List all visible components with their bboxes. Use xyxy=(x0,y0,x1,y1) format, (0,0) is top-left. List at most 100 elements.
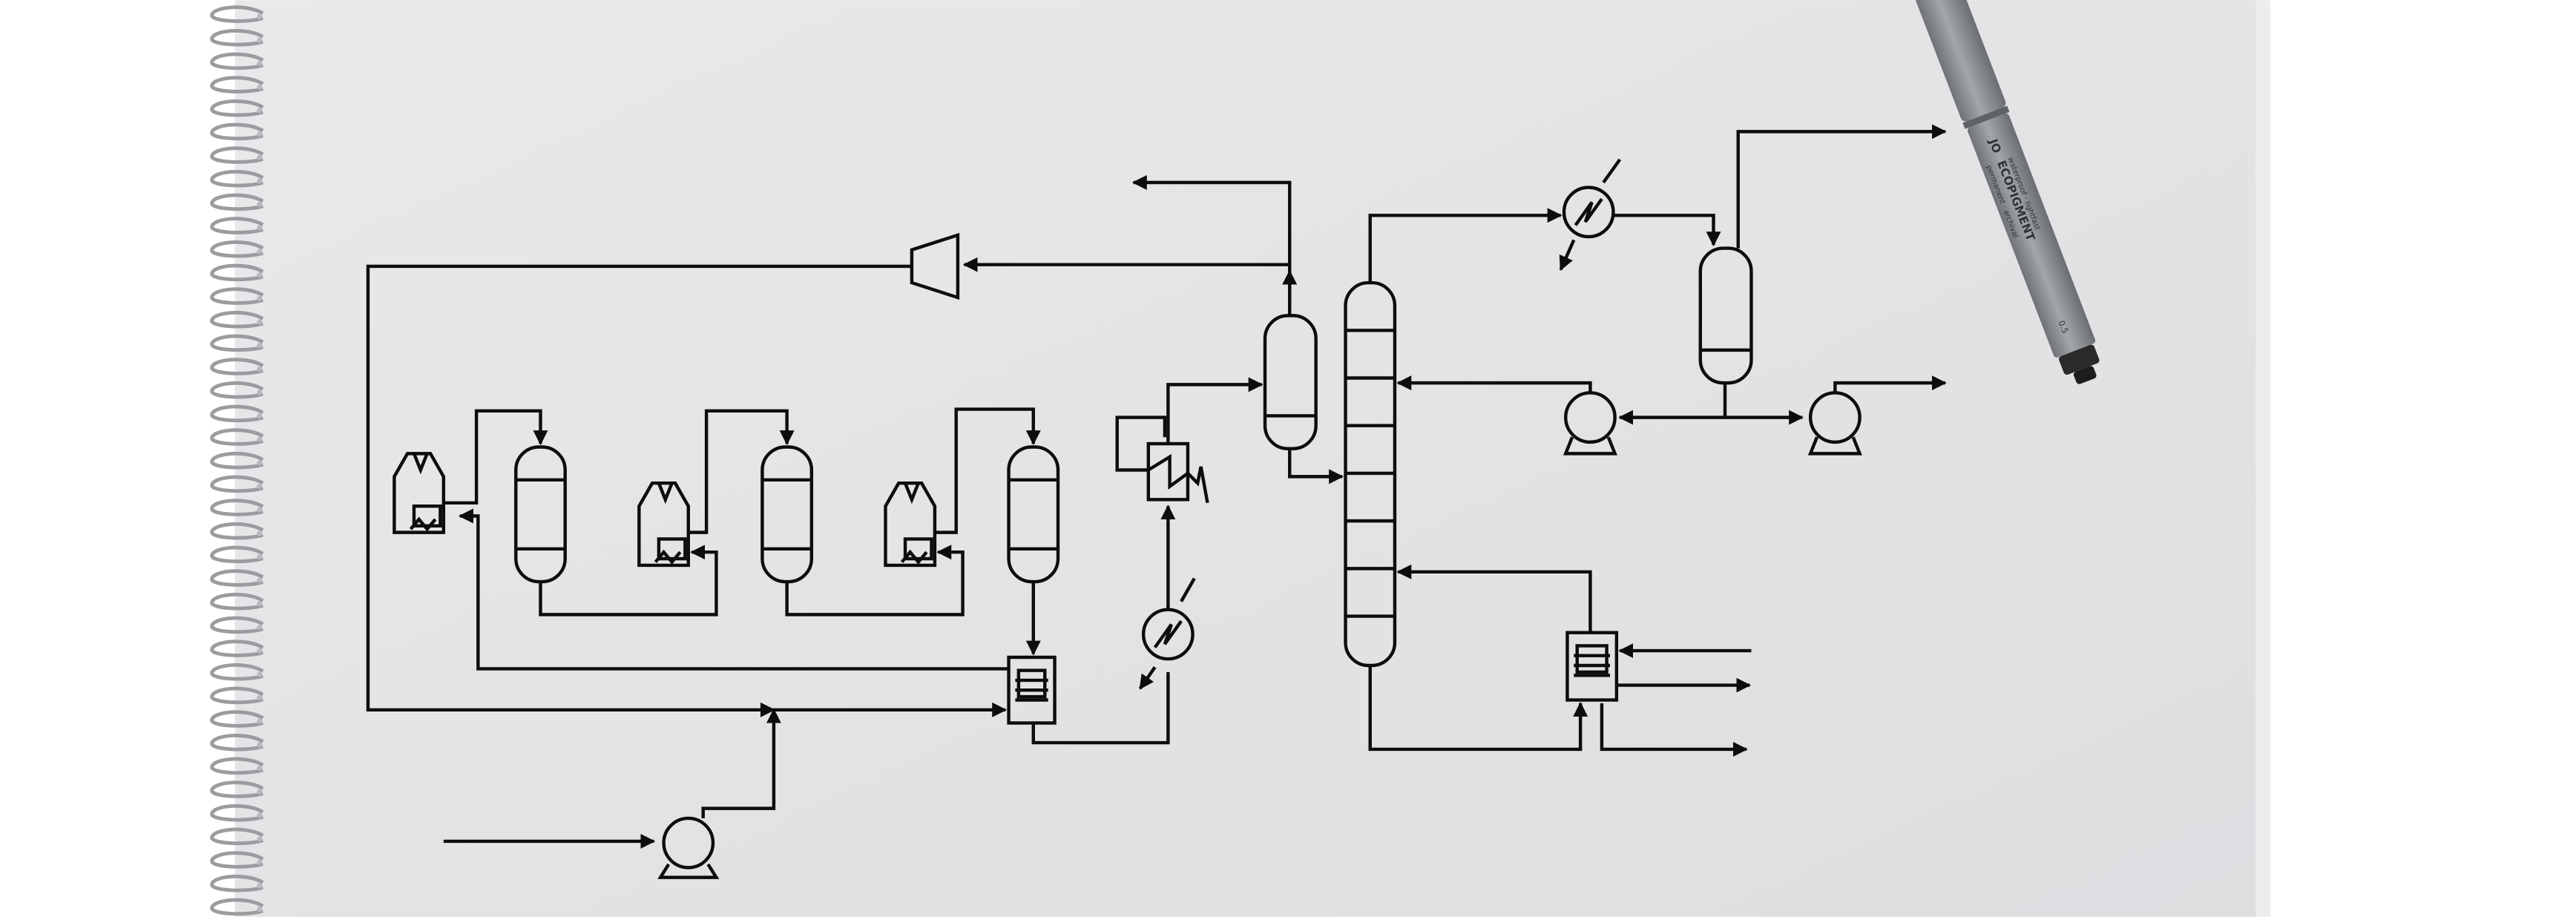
spiral-ring xyxy=(210,898,264,916)
stream-pump-discharge xyxy=(701,708,781,818)
spiral-ring xyxy=(210,475,264,493)
spiral-ring xyxy=(210,499,264,516)
product-pump xyxy=(1807,391,1862,456)
spiral-hole xyxy=(257,507,263,513)
spiral-ring xyxy=(210,522,264,540)
spiral-hole xyxy=(257,37,263,43)
spiral-ring xyxy=(210,663,264,681)
spiral-hole xyxy=(257,601,263,607)
stream-separator-liquid xyxy=(1288,448,1344,484)
spiral-ring xyxy=(210,757,264,775)
stream-overhead-vapor xyxy=(1368,208,1563,283)
spiral-hole xyxy=(257,319,263,325)
stream-bottoms-product xyxy=(1600,703,1748,757)
stream-heater2-to-reactor2 xyxy=(688,409,795,534)
spiral-ring xyxy=(210,358,264,375)
spiral-hole xyxy=(257,390,263,395)
spiral-ring xyxy=(210,428,264,446)
feed-pump xyxy=(657,816,720,879)
spiral-hole xyxy=(257,178,263,184)
spiral-hole xyxy=(257,648,263,654)
spiral-hole xyxy=(257,859,263,865)
spiral-ring xyxy=(210,122,264,141)
stream-reboiler-return xyxy=(1396,564,1592,633)
pen-tip-collar xyxy=(2059,344,2100,375)
spiral-hole xyxy=(257,883,263,889)
spiral-ring xyxy=(210,5,264,23)
spiral-hole xyxy=(257,625,263,631)
reflux-pump xyxy=(1563,391,1617,456)
spiral-hole xyxy=(257,907,263,913)
spiral-hole xyxy=(257,695,263,701)
stream-heater1-to-reactor1 xyxy=(443,409,548,505)
spiral-ring xyxy=(210,640,264,657)
spiral-hole xyxy=(257,366,263,372)
pen-tip xyxy=(2073,366,2097,384)
spiral-ring xyxy=(210,710,264,728)
spiral-ring xyxy=(210,381,264,399)
spiral-ring xyxy=(210,193,264,211)
spiral-hole xyxy=(257,812,263,818)
stream-to-separator xyxy=(1166,377,1264,444)
spiral-hole xyxy=(257,84,263,90)
pen-brand-text: JO xyxy=(1986,137,2004,155)
spiral-ring xyxy=(210,263,264,282)
fired-heater-2 xyxy=(637,481,690,568)
spiral-ring xyxy=(210,803,264,822)
spiral-hole xyxy=(257,413,263,419)
spiral-ring xyxy=(210,827,264,846)
spiral-ring xyxy=(210,569,264,587)
stream-reactor2-to-heater3 xyxy=(785,545,965,617)
spiral-hole xyxy=(257,742,263,748)
paper-sheet xyxy=(234,0,2256,917)
spiral-hole xyxy=(257,671,263,677)
stream-heater3-to-reactor3 xyxy=(934,407,1041,534)
stream-condensate xyxy=(1613,214,1721,247)
spiral-ring xyxy=(210,76,264,93)
spiral-hole xyxy=(257,343,263,349)
spiral-ring xyxy=(210,146,264,164)
stream-exchanger-to-cooler xyxy=(1031,671,1170,745)
paper-shadow xyxy=(2254,0,2271,917)
spiral-ring xyxy=(210,240,264,258)
spiral-hole xyxy=(257,131,263,137)
spiral-ring xyxy=(210,29,264,47)
marker-pen: JO ECOPIGMENT waterproof · lightfast per… xyxy=(1910,0,2100,384)
spiral-binding xyxy=(210,5,264,916)
spiral-ring xyxy=(210,451,264,470)
stream-reactor1-to-heater2 xyxy=(539,545,718,617)
spiral-ring xyxy=(210,780,264,798)
spiral-ring xyxy=(210,404,264,423)
spiral-ring xyxy=(210,287,264,305)
spiral-ring xyxy=(210,310,264,329)
spiral-ring xyxy=(210,52,264,70)
compressor xyxy=(910,232,960,300)
spiral-ring xyxy=(210,733,264,752)
spiral-hole xyxy=(257,836,263,842)
spiral-hole xyxy=(257,225,263,231)
spiral-hole xyxy=(257,530,263,536)
spiral-hole xyxy=(257,13,263,19)
overhead-condenser xyxy=(1559,158,1622,272)
spiral-hole xyxy=(257,789,263,795)
stream-distillate-product xyxy=(1833,375,1947,393)
pen-size-text: 0.5 xyxy=(2057,319,2070,335)
stream-to-heater-1 xyxy=(459,508,1009,671)
stream-reflux xyxy=(1396,375,1592,393)
spiral-hole xyxy=(257,295,263,301)
spiral-ring xyxy=(210,592,264,611)
spiral-hole xyxy=(257,436,263,442)
stream-off-gas xyxy=(1736,124,1947,249)
fired-heater-3 xyxy=(884,481,937,568)
spiral-ring xyxy=(210,545,264,564)
spiral-hole xyxy=(257,460,263,466)
spiral-hole xyxy=(257,272,263,278)
spiral-hole xyxy=(257,154,263,160)
spiral-ring xyxy=(210,686,264,705)
fired-heater-1 xyxy=(392,452,446,534)
spiral-hole xyxy=(257,202,263,208)
spiral-ring xyxy=(210,169,264,188)
spiral-ring xyxy=(210,874,264,893)
